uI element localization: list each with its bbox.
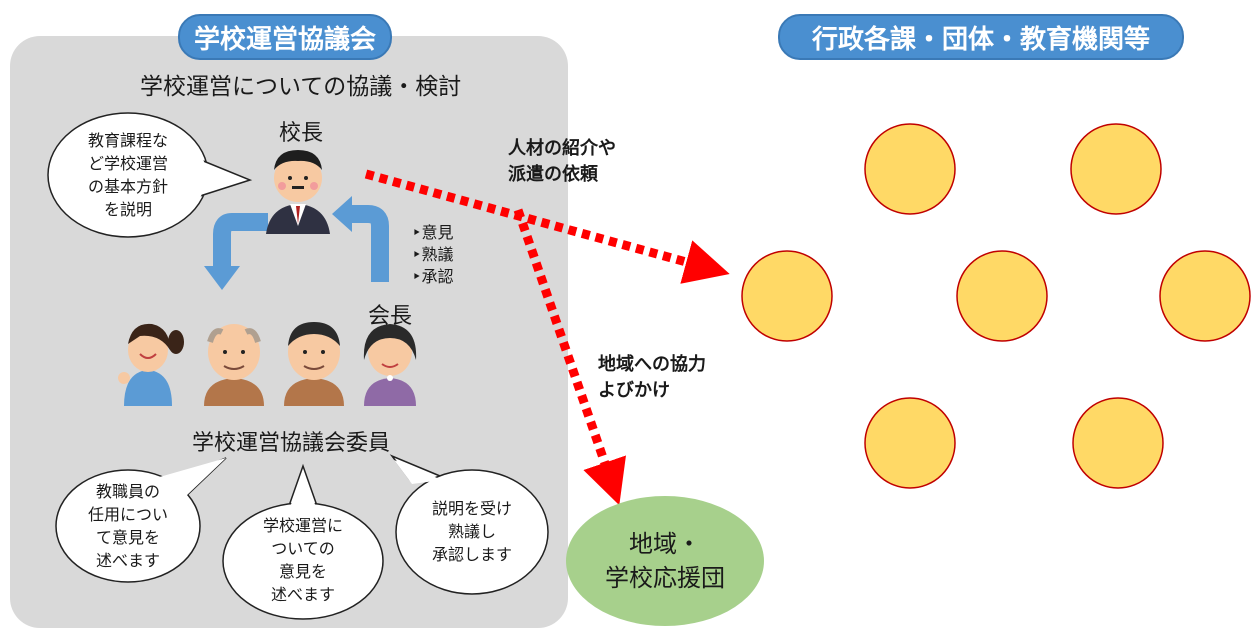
bubble-line: 熟議し (447, 522, 496, 541)
downward-flow-arrow (204, 213, 268, 290)
council-subtitle: 学校運営についての協議・検討 (140, 74, 462, 100)
member-speech-bubble-1 (55, 457, 227, 583)
label-line: 地域への協力 (598, 354, 706, 375)
bubble-line: て意見を (95, 528, 160, 547)
bubble-line: 意見を (278, 562, 327, 581)
member-bubble-3-text: 説明を受け 熟議し 承認します (412, 497, 532, 566)
agency-circle-1 (864, 123, 956, 215)
agencies-title-pill: 行政各課・団体・教育機関等 (778, 14, 1184, 60)
label-line: 人材の紹介や (508, 138, 616, 159)
community-support-ellipse: 地域・ 学校応援団 (566, 496, 764, 626)
principal-bubble-text: 教育課程な ど学校運営 の基本方針 を説明 (68, 129, 188, 221)
principal-speech-bubble (47, 112, 253, 238)
agency-circle-5 (1159, 250, 1251, 342)
community-arrow (513, 208, 626, 506)
members-label: 学校運営協議会委員 (192, 431, 391, 456)
feedback-item: ‣意見 (412, 223, 454, 242)
principal-figure (266, 150, 330, 234)
bubble-line: 述べます (95, 551, 160, 570)
bubble-line: 教職員の (95, 482, 160, 501)
bubble-line: ついての (271, 539, 335, 558)
bubble-line: 任用につい (87, 505, 168, 524)
bubble-line: 承認します (431, 545, 512, 564)
member-bubble-1-text: 教職員の 任用につい て意見を 述べます (70, 480, 186, 572)
bubble-line: 説明を受け (431, 499, 512, 518)
label-line: 派遣の依頼 (508, 164, 598, 185)
label-line: よびかけ (598, 380, 670, 401)
community-arrow-label: 地域への協力 よびかけ (598, 352, 706, 404)
council-title-pill: 学校運営協議会 (178, 14, 392, 60)
request-arrow (364, 169, 730, 284)
member-speech-bubble-2 (222, 463, 384, 620)
community-line: 学校応援団 (605, 564, 725, 592)
bubble-line: 学校運営に (262, 516, 343, 535)
agency-circle-4 (956, 250, 1048, 342)
request-arrow-label: 人材の紹介や 派遣の依頼 (508, 136, 616, 188)
chair-figure (363, 324, 417, 406)
agency-circles (741, 123, 1251, 489)
agency-circle-2 (1070, 123, 1162, 215)
principal-bubble-line-3: の基本方針 (87, 177, 168, 196)
feedback-item: ‣熟議 (412, 245, 454, 264)
community-line: 地域・ (629, 530, 701, 558)
principal-label: 校長 (279, 121, 324, 146)
principal-bubble-line-4: を説明 (103, 200, 152, 219)
feedback-list: ‣意見 ‣熟議 ‣承認 (412, 222, 453, 288)
agency-circle-7 (1072, 397, 1164, 489)
member-speech-bubble-3 (389, 454, 549, 595)
agency-circle-6 (864, 397, 956, 489)
agency-circle-3 (741, 250, 833, 342)
member-figure-woman (118, 323, 184, 406)
member-figure-elder-man (204, 324, 264, 406)
bubble-line: 述べます (270, 585, 335, 604)
feedback-item: ‣承認 (412, 267, 454, 286)
upward-flow-arrow (332, 196, 389, 282)
chair-label: 会長 (368, 304, 413, 329)
member-figure-man (284, 322, 344, 406)
principal-bubble-line-2: ど学校運営 (87, 154, 168, 173)
member-bubble-2-text: 学校運営に ついての 意見を 述べます (243, 514, 363, 606)
principal-bubble-line-1: 教育課程な (87, 131, 168, 150)
